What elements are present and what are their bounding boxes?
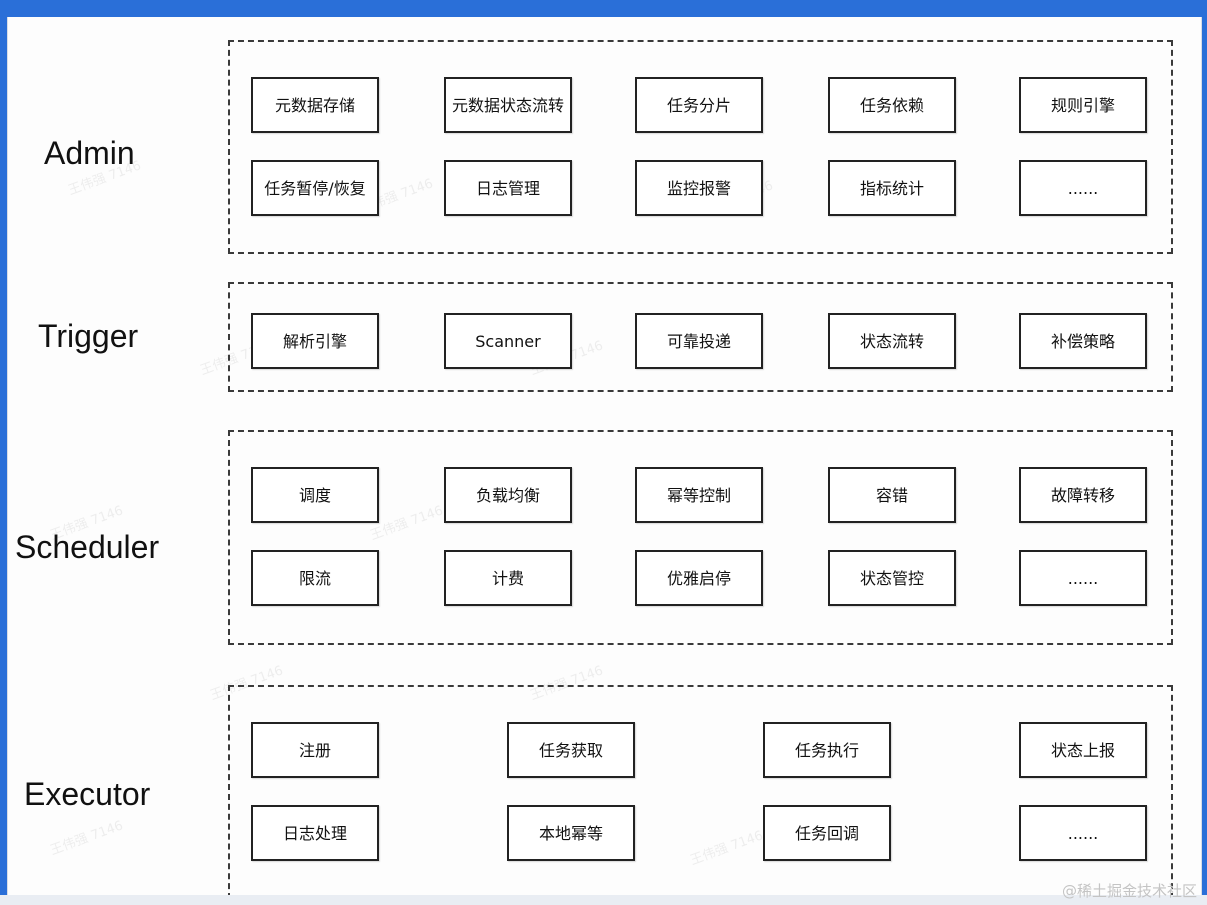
component-box: ...... <box>1019 805 1147 861</box>
component-box: 限流 <box>251 550 379 606</box>
component-box: 日志管理 <box>444 160 572 216</box>
component-box: 元数据存储 <box>251 77 379 133</box>
layer-box-executor <box>228 685 1173 899</box>
component-box: 计费 <box>444 550 572 606</box>
component-box: 任务暂停/恢复 <box>251 160 379 216</box>
component-box: 任务依赖 <box>828 77 956 133</box>
component-box: 调度 <box>251 467 379 523</box>
component-box: 状态管控 <box>828 550 956 606</box>
component-box: ...... <box>1019 550 1147 606</box>
component-box: 注册 <box>251 722 379 778</box>
layer-label-executor: Executor <box>24 776 151 812</box>
component-box: 任务回调 <box>763 805 891 861</box>
diagram-canvas: 王伟强 7146 王伟强 7146 王伟强 7146 王伟强 7146 王伟强 … <box>7 17 1202 899</box>
component-box: 任务执行 <box>763 722 891 778</box>
component-box: 本地幂等 <box>507 805 635 861</box>
component-box: 元数据状态流转 <box>444 77 572 133</box>
component-box: 故障转移 <box>1019 467 1147 523</box>
component-box: ...... <box>1019 160 1147 216</box>
component-box: 幂等控制 <box>635 467 763 523</box>
layer-label-admin: Admin <box>44 135 135 171</box>
component-box: 规则引擎 <box>1019 77 1147 133</box>
component-box: 日志处理 <box>251 805 379 861</box>
component-box: 负载均衡 <box>444 467 572 523</box>
component-box: 状态流转 <box>828 313 956 369</box>
layer-label-trigger: Trigger <box>38 318 139 354</box>
component-box: 容错 <box>828 467 956 523</box>
layer-box-trigger <box>228 282 1173 392</box>
watermark-text: 王伟强 7146 <box>48 818 126 859</box>
component-box: 优雅启停 <box>635 550 763 606</box>
component-box: 指标统计 <box>828 160 956 216</box>
bottom-strip <box>0 895 1207 905</box>
layer-box-scheduler <box>228 430 1173 645</box>
component-box: 监控报警 <box>635 160 763 216</box>
component-box: 可靠投递 <box>635 313 763 369</box>
component-box: 状态上报 <box>1019 722 1147 778</box>
footer-watermark: @稀土掘金技术社区 <box>1061 882 1197 900</box>
component-box: 任务获取 <box>507 722 635 778</box>
component-box: 补偿策略 <box>1019 313 1147 369</box>
layer-box-admin <box>228 40 1173 254</box>
component-box: 任务分片 <box>635 77 763 133</box>
component-box: Scanner <box>444 313 572 369</box>
layer-label-scheduler: Scheduler <box>15 529 160 565</box>
component-box: 解析引擎 <box>251 313 379 369</box>
